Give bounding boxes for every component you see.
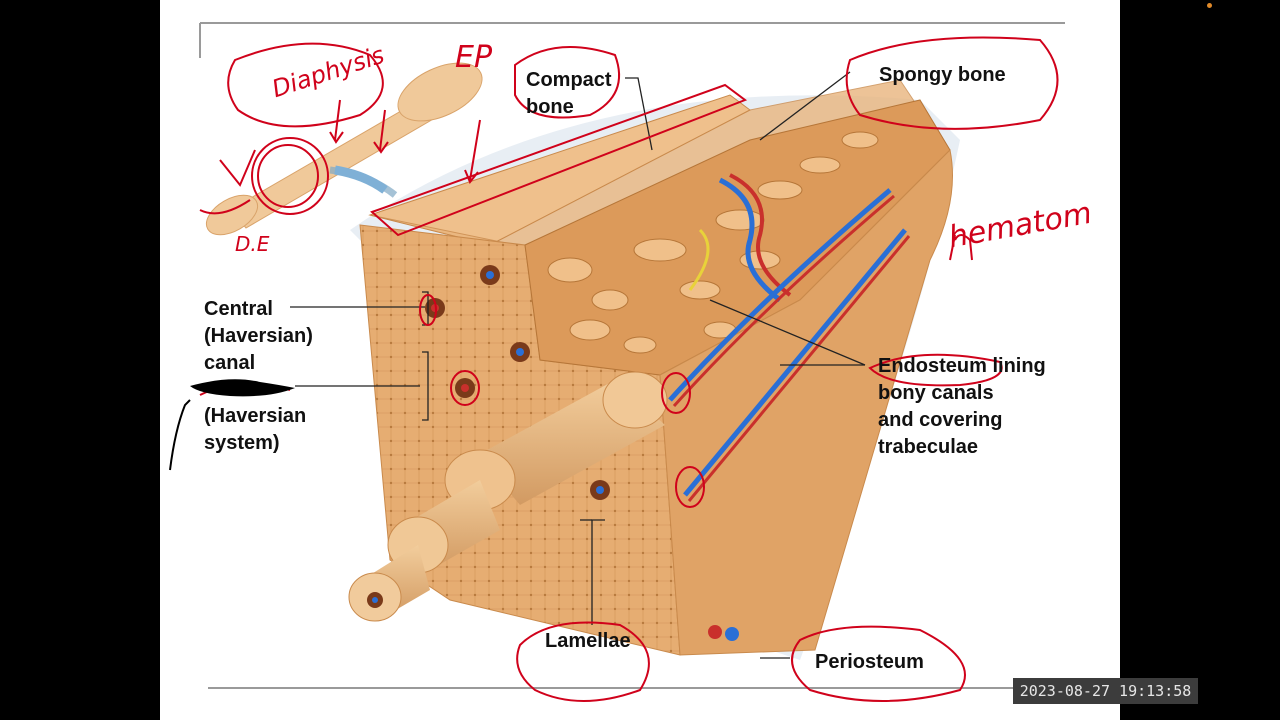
label-spongy-bone: Spongy bone — [879, 62, 1006, 89]
ink-small-mark: D.E — [235, 232, 269, 256]
zoom-arrow — [335, 170, 385, 190]
bone-block — [349, 80, 953, 655]
label-compact-bone: Compact bone — [526, 67, 612, 121]
timestamp: 2023-08-27 19:13:58 — [1013, 678, 1198, 704]
label-lamellae: Lamellae — [545, 628, 631, 655]
label-periosteum: Periosteum — [815, 649, 924, 676]
ink-scribble — [190, 379, 295, 396]
slide: Compact bone Spongy bone Central (Havers… — [160, 0, 1120, 720]
ink-epiphysis: EP — [455, 40, 492, 75]
recording-dot — [1207, 3, 1212, 8]
label-central-canal: Central (Haversian) canal — [204, 296, 313, 377]
label-osteon: (Haversian system) — [204, 403, 306, 457]
black-arrow-mark — [170, 400, 190, 470]
label-endosteum: Endosteum lining bony canals and coverin… — [878, 353, 1046, 461]
